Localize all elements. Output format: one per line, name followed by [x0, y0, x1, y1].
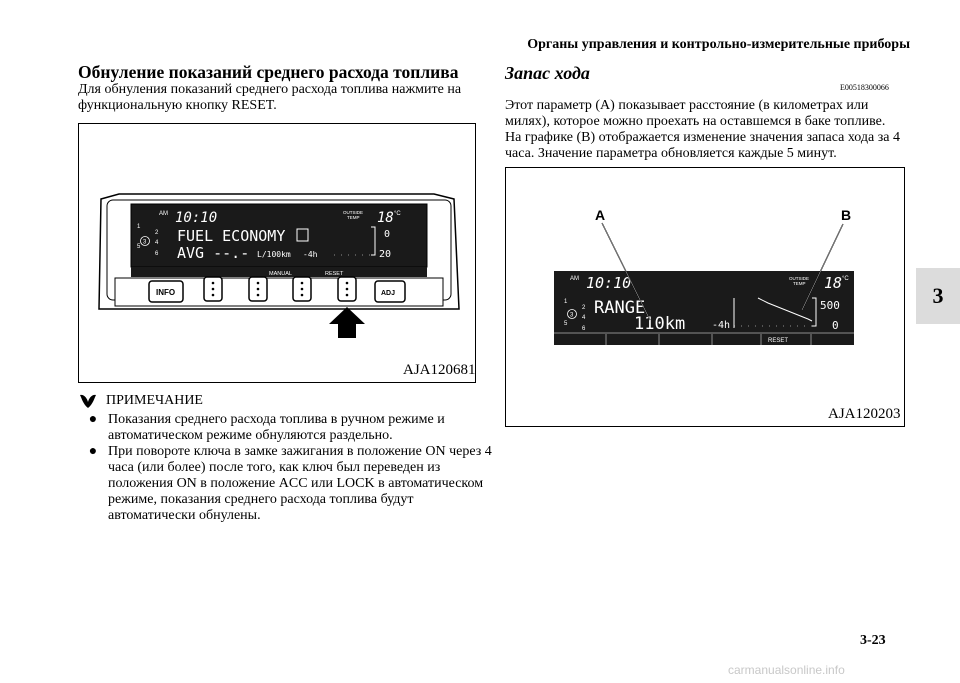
- function-button-1[interactable]: [203, 276, 223, 302]
- gear-1: 1: [137, 224, 141, 230]
- arrow-up-icon: [329, 307, 365, 338]
- adj-button[interactable]: ADJ: [374, 280, 406, 303]
- note-heading-text: ПРИМЕЧАНИЕ: [106, 393, 203, 408]
- range-value: 110km: [634, 314, 685, 334]
- gear-3: 3: [570, 313, 574, 319]
- figure-label-right: AJA120203: [828, 406, 901, 422]
- bullet-icon: ●: [88, 412, 98, 427]
- scale-top: 0: [384, 229, 390, 240]
- bullet-icon: ●: [88, 444, 98, 459]
- avg-label: AVG --.-: [177, 244, 249, 262]
- temperature-unit: °C: [842, 276, 849, 282]
- note-item: ● Показания среднего расхода топлива в р…: [78, 412, 498, 444]
- gear-6: 6: [155, 251, 159, 257]
- am-label: AM: [570, 276, 579, 282]
- gear-2: 2: [582, 305, 586, 311]
- info-button-label: INFO: [156, 288, 175, 297]
- section-text-fuel-reset: Для обнуления показаний среднего расхода…: [78, 82, 462, 113]
- time-axis-label: -4h: [712, 320, 730, 331]
- time-axis-label: -4h: [303, 250, 318, 259]
- chapter-tab: 3: [916, 268, 960, 324]
- gear-6: 6: [582, 326, 586, 332]
- outside-temp-label-2: TEMP: [347, 215, 360, 220]
- outside-temp-label-1: OUTSIDE: [343, 210, 363, 215]
- clock: 10:10: [586, 274, 631, 292]
- am-label: AM: [159, 211, 168, 217]
- temperature: 18: [824, 274, 842, 292]
- note-heading: ПРИМЕЧАНИЕ: [78, 393, 203, 409]
- manual-label: MANUAL: [269, 271, 292, 277]
- adj-button-label: ADJ: [381, 290, 395, 297]
- range-display-illustration: RESET AM 10:10 OUTSIDE TEMP 18 °C 1 5 3 …: [554, 207, 854, 345]
- fuel-economy-display-illustration: 1 5 3 2 4 6 AM 10:10 OUTSIDE TEMP 18 °C …: [98, 193, 460, 338]
- range-label: RANGE: [594, 298, 645, 318]
- function-button-2[interactable]: [248, 276, 268, 302]
- section-title-range: Запас хода: [505, 63, 590, 83]
- running-header: Органы управления и контрольно-измерител…: [527, 37, 910, 52]
- note-item-text: При повороте ключа в замке зажигания в п…: [108, 444, 492, 523]
- scale-bottom: 20: [379, 249, 391, 260]
- clock: 10:10: [175, 210, 217, 226]
- note-item-text: Показания среднего расхода топлива в руч…: [108, 412, 445, 443]
- gear-5: 5: [564, 321, 568, 327]
- section-text-range: Этот параметр (A) показывает расстояние …: [505, 98, 900, 161]
- temperature: 18: [377, 210, 394, 226]
- temperature-unit: °C: [394, 211, 401, 217]
- gear-5: 5: [137, 244, 141, 250]
- figure-range: RESET AM 10:10 OUTSIDE TEMP 18 °C 1 5 3 …: [505, 167, 905, 427]
- note-hand-icon: [80, 394, 96, 408]
- gear-3: 3: [143, 240, 147, 246]
- callout-a: A: [595, 207, 605, 223]
- figure-label-left: AJA120681: [403, 362, 476, 378]
- info-button[interactable]: INFO: [148, 280, 184, 303]
- note-list: ● Показания среднего расхода топлива в р…: [78, 412, 498, 524]
- outside-temp-label-1: OUTSIDE: [789, 276, 809, 281]
- scale-top: 500: [820, 299, 840, 312]
- reset-function-button[interactable]: [337, 276, 357, 302]
- page-number: 3-23: [860, 633, 886, 648]
- callout-b: B: [841, 207, 851, 223]
- chapter-number: 3: [932, 283, 944, 308]
- function-button-3[interactable]: [292, 276, 312, 302]
- watermark: carmanualsonline.info: [728, 663, 845, 677]
- figure-fuel-economy: 1 5 3 2 4 6 AM 10:10 OUTSIDE TEMP 18 °C …: [78, 123, 476, 383]
- outside-temp-label-2: TEMP: [793, 281, 806, 286]
- section-title-fuel-reset: Обнуление показаний среднего расхода топ…: [78, 62, 459, 82]
- reset-label: RESET: [325, 271, 344, 277]
- fuel-economy-label: FUEL ECONOMY: [177, 227, 285, 245]
- gear-4: 4: [582, 315, 586, 321]
- gear-4: 4: [155, 240, 159, 246]
- gear-1: 1: [564, 299, 568, 305]
- reset-label: RESET: [768, 338, 788, 344]
- note-item: ● При повороте ключа в замке зажигания в…: [78, 444, 498, 524]
- gear-2: 2: [155, 230, 159, 236]
- section-code: E00518300066: [840, 83, 889, 92]
- unit-label: L/100km: [257, 250, 291, 259]
- scale-bottom: 0: [832, 319, 839, 332]
